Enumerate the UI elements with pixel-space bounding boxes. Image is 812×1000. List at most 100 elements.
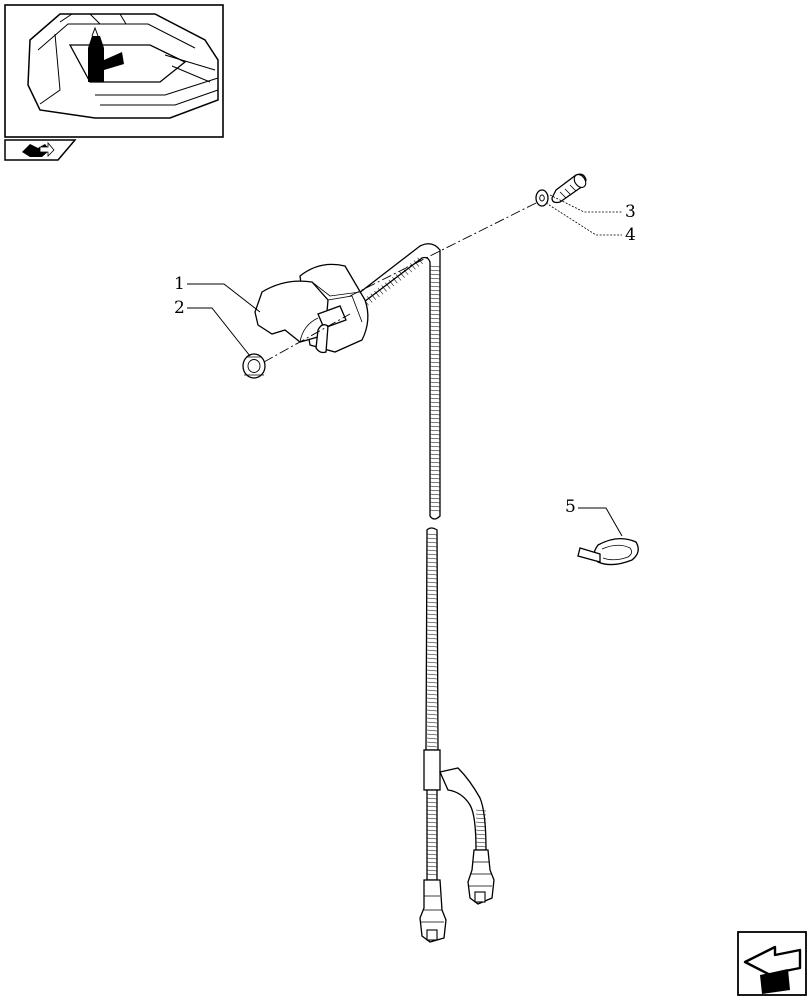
- callout-1: 1: [174, 274, 185, 294]
- part-4-washer[interactable]: [535, 189, 549, 207]
- hose-rib: [429, 405, 441, 408]
- hose-rib: [429, 301, 441, 304]
- hose-rib: [429, 377, 441, 380]
- hose-rib: [429, 329, 441, 332]
- hose-rib: [429, 321, 441, 324]
- hose-rib: [426, 589, 438, 592]
- hose-rib: [426, 709, 438, 712]
- hose-rib: [426, 537, 438, 540]
- hose-rib: [406, 265, 413, 273]
- hose-rib: [429, 305, 441, 308]
- hose-rib: [429, 461, 441, 464]
- hose-rib: [426, 645, 438, 648]
- hose-rib: [429, 289, 441, 292]
- hose-rib: [426, 805, 438, 808]
- assembly-centerlines: [263, 201, 539, 363]
- callout-4: 4: [625, 225, 636, 245]
- location-thumbnail[interactable]: [4, 4, 224, 138]
- hose-rib: [366, 296, 373, 303]
- hose-rib: [475, 833, 487, 836]
- hose-rib: [429, 269, 441, 272]
- hose-rib: [374, 290, 380, 298]
- hose-rib: [429, 413, 441, 416]
- hose-rib: [429, 457, 441, 460]
- part-5-cable-tie[interactable]: [577, 538, 639, 566]
- hose-rib: [429, 345, 441, 348]
- hose-rib: [426, 741, 438, 744]
- hose-rib: [426, 533, 438, 536]
- hose-rib: [426, 821, 438, 824]
- hose-rib: [475, 825, 487, 828]
- hose-rib: [429, 313, 441, 316]
- hose-rib: [429, 369, 441, 372]
- callout-3: 3: [625, 202, 636, 222]
- hose-rib: [429, 337, 441, 340]
- hose-rib: [426, 557, 438, 560]
- hose-rib: [429, 465, 441, 468]
- hose-rib: [429, 281, 441, 284]
- hose-rib: [426, 541, 438, 544]
- hose-rib: [426, 729, 438, 732]
- hose-rib: [426, 625, 438, 628]
- hose-rib: [426, 865, 438, 868]
- hose-rib: [429, 265, 441, 268]
- hose-rib: [413, 260, 420, 267]
- hose-rib: [429, 293, 441, 296]
- harness-hose: [349, 243, 487, 881]
- hose-rib: [426, 641, 438, 644]
- hose-rib: [426, 861, 438, 864]
- hose-rib: [429, 505, 441, 508]
- hose-rib: [426, 561, 438, 564]
- hose-rib: [429, 381, 441, 384]
- connector-main: [419, 879, 447, 943]
- part-2-nut[interactable]: [242, 353, 266, 379]
- hose-rib: [426, 553, 438, 556]
- hose-rib: [429, 497, 441, 500]
- hose-rib: [426, 825, 438, 828]
- hose-rib: [426, 581, 438, 584]
- hose-rib: [426, 601, 438, 604]
- hose-rib: [426, 605, 438, 608]
- leader-lines: [187, 194, 623, 537]
- hose-rib: [429, 445, 441, 448]
- hose-rib: [426, 837, 438, 840]
- hose-rib: [426, 873, 438, 876]
- hose-rib: [426, 689, 438, 692]
- hose-rib: [475, 829, 487, 832]
- hose-rib: [429, 501, 441, 504]
- hose-rib: [475, 837, 487, 840]
- hose-rib: [429, 489, 441, 492]
- hose-rib: [426, 649, 438, 652]
- hose-rib: [429, 509, 441, 512]
- hose-rib: [429, 277, 441, 280]
- callout-5: 5: [565, 497, 576, 517]
- hose-rib: [426, 569, 438, 572]
- hose-rib: [426, 565, 438, 568]
- hose-rib: [429, 297, 441, 300]
- hose-rib: [377, 288, 384, 295]
- connector-branch: [467, 849, 495, 905]
- hose-rib: [429, 421, 441, 424]
- hose-rib: [426, 693, 438, 696]
- hose-rib: [426, 745, 438, 748]
- hose-rib: [429, 361, 441, 364]
- hose-rib: [426, 813, 438, 816]
- hose-rib: [429, 449, 441, 452]
- hose-rib: [429, 425, 441, 428]
- hose-rib: [426, 613, 438, 616]
- hose-rib: [426, 685, 438, 688]
- part-3-bolt[interactable]: [551, 172, 588, 204]
- hose-rib: [426, 857, 438, 860]
- hose-rib: [429, 341, 441, 344]
- hose-rib: [429, 317, 441, 320]
- hose-rib: [426, 577, 438, 580]
- hose-rib: [429, 485, 441, 488]
- nav-tab[interactable]: [4, 139, 77, 161]
- hose-rib: [426, 829, 438, 832]
- hose-rib: [426, 657, 438, 660]
- part-1-bracket[interactable]: [254, 263, 369, 354]
- hose-rib: [426, 653, 438, 656]
- hose-rib: [429, 469, 441, 472]
- next-page-button[interactable]: [737, 931, 807, 996]
